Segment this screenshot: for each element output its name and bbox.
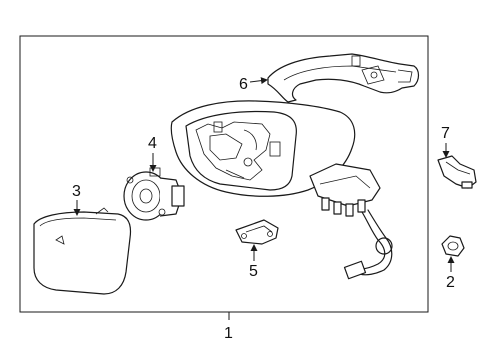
part-3-mirror-glass[interactable]	[33, 207, 132, 295]
assembly-frame	[19, 35, 429, 313]
callout-2: 2	[446, 274, 455, 291]
part-2-nut[interactable]	[441, 235, 465, 257]
part-6-cover[interactable]	[267, 53, 420, 103]
callout-4: 4	[148, 135, 157, 152]
callout-7: 7	[441, 125, 450, 142]
callout-5: 5	[249, 263, 258, 280]
callout-3: 3	[72, 183, 81, 200]
part-4-actuator[interactable]	[123, 167, 185, 221]
part-7-connector[interactable]	[437, 155, 477, 189]
callout-1: 1	[224, 325, 233, 342]
callout-6: 6	[239, 76, 248, 93]
leader-6	[249, 77, 268, 85]
mount-pins	[321, 197, 366, 217]
part-1-mirror-housing[interactable]	[170, 100, 393, 280]
part-5-bracket[interactable]	[235, 219, 279, 245]
